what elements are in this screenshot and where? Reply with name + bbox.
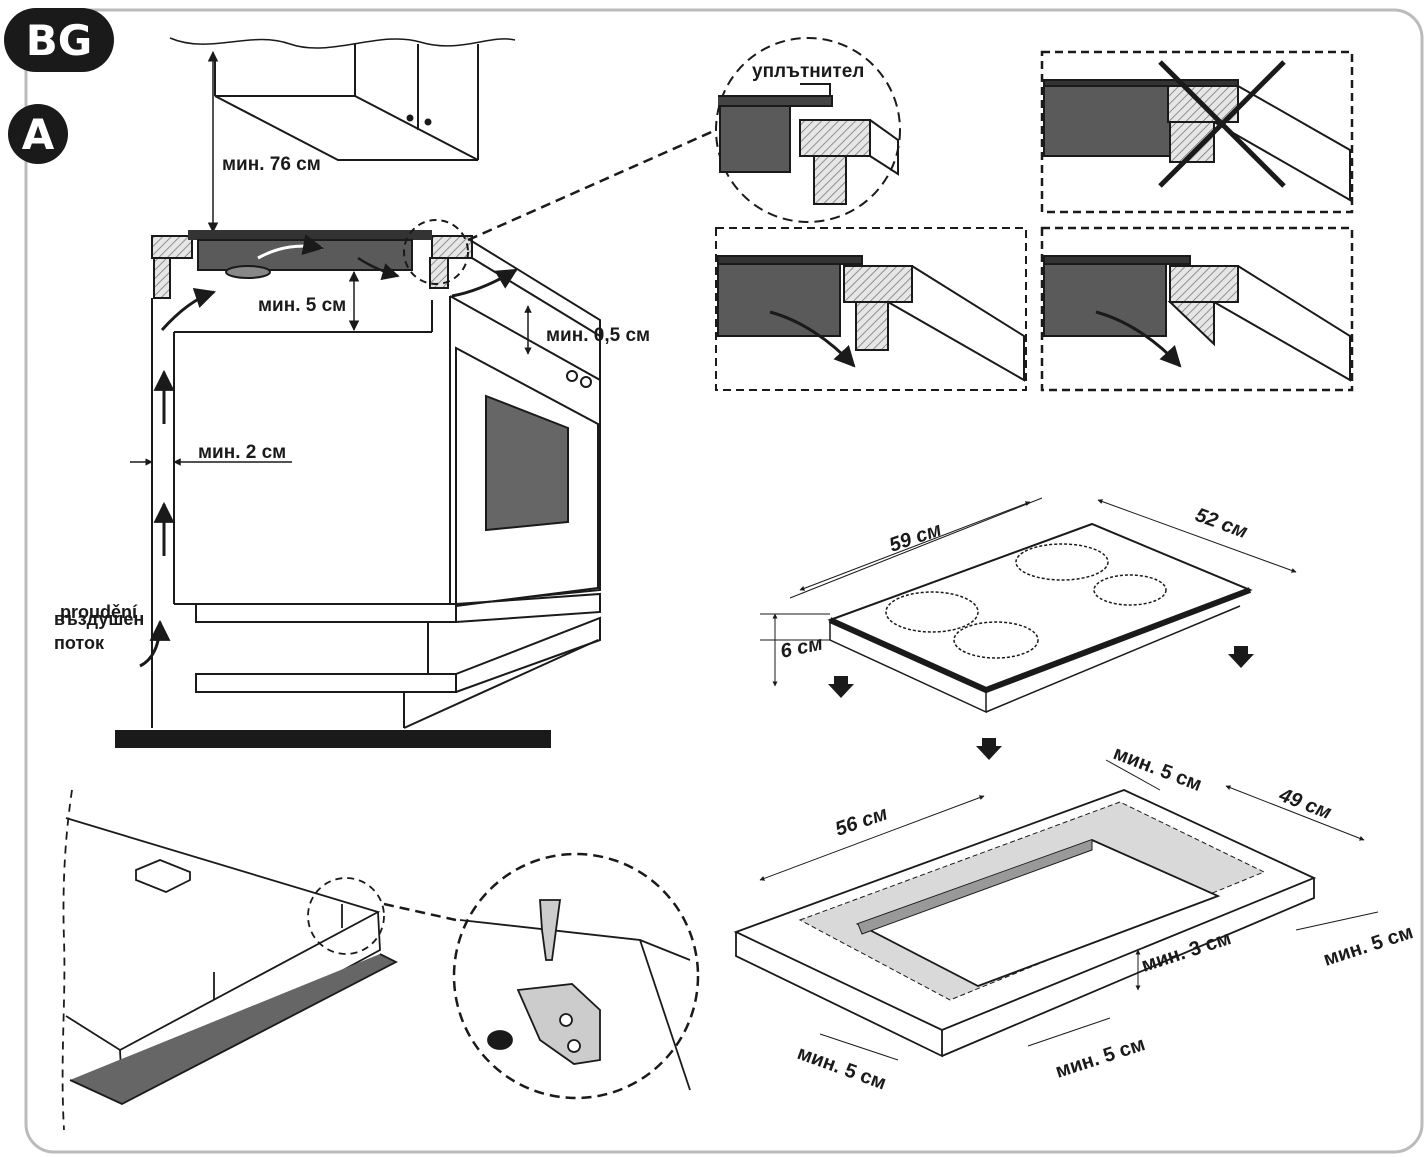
down-arrow-icon [828,676,854,698]
language-badge: BG [4,8,114,72]
cutout-3d [733,759,1379,1061]
seal-detail [715,37,901,223]
min-05-label: мин. 0,5 см [546,325,651,346]
outer-frame [24,8,1424,1154]
airflow-label-3: поток [54,633,105,653]
seal-label: уплътнител [752,61,865,82]
hob-3d [760,497,1297,714]
correct-panel-2 [1040,226,1354,392]
down-arrow-icon [976,738,1002,760]
wrong-mounting-panel [1040,50,1354,214]
min-2-label: мин. 2 см [198,442,287,463]
underside-view [61,789,700,1131]
min-76-label: мин. 76 см [222,154,321,175]
correct-panel-1 [715,227,1027,391]
airflow-label-2: въздушен [54,609,145,629]
figure-badge: A [8,104,68,164]
min-5-label: мин. 5 см [258,295,347,316]
down-arrow-icon [1228,646,1254,668]
airflow-label-1: proudění [60,602,137,622]
cabinet-side-view [115,37,717,748]
